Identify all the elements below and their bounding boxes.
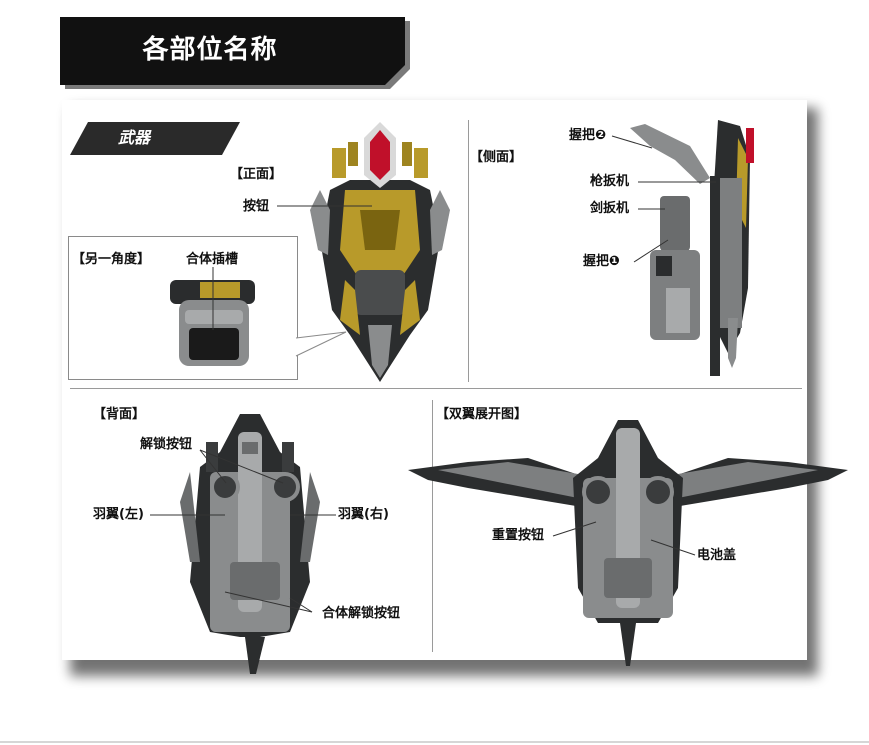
weapon-front-view [310, 122, 450, 382]
divider-bottom-vertical [432, 400, 433, 652]
view-label-alt-angle: 【另一角度】 [72, 252, 151, 267]
callout-gun-trigger: 枪扳机 [590, 174, 630, 189]
weapon-tag-label: 武器 [118, 128, 151, 147]
view-label-front: 【正面】 [230, 167, 283, 182]
callout-grip1: 握把❶ [583, 254, 621, 269]
callout-unlock-buttons: 解锁按钮 [140, 437, 193, 452]
callout-button: 按钮 [243, 199, 270, 214]
bottom-rule [0, 741, 869, 743]
page-title: 各部位名称 [142, 35, 278, 65]
view-label-side: 【侧面】 [470, 150, 523, 165]
weapon-back-view [180, 414, 320, 674]
inset-pointer [295, 331, 347, 357]
callout-wing-right: 羽翼(右) [338, 507, 389, 522]
callout-grip2: 握把❷ [569, 128, 607, 143]
weapon-tag [70, 122, 240, 155]
weapon-side-view [630, 120, 754, 376]
callout-wing-left: 羽翼(左) [93, 507, 144, 522]
view-label-back: 【背面】 [93, 407, 146, 422]
weapon-wings-open-view [408, 420, 848, 666]
callout-sword-trigger: 剑扳机 [590, 201, 630, 216]
callout-reset-button: 重置按钮 [492, 528, 545, 543]
callout-combine-unlock-button: 合体解锁按钮 [322, 606, 401, 621]
view-label-wings-open: 【双翼展开图】 [436, 407, 528, 422]
divider-horizontal [70, 388, 802, 389]
title-banner [60, 17, 410, 89]
divider-top-vertical [468, 120, 469, 382]
callout-combine-slot: 合体插槽 [186, 252, 239, 267]
callout-battery-cover: 电池盖 [697, 548, 737, 563]
parts-panel [62, 100, 807, 660]
